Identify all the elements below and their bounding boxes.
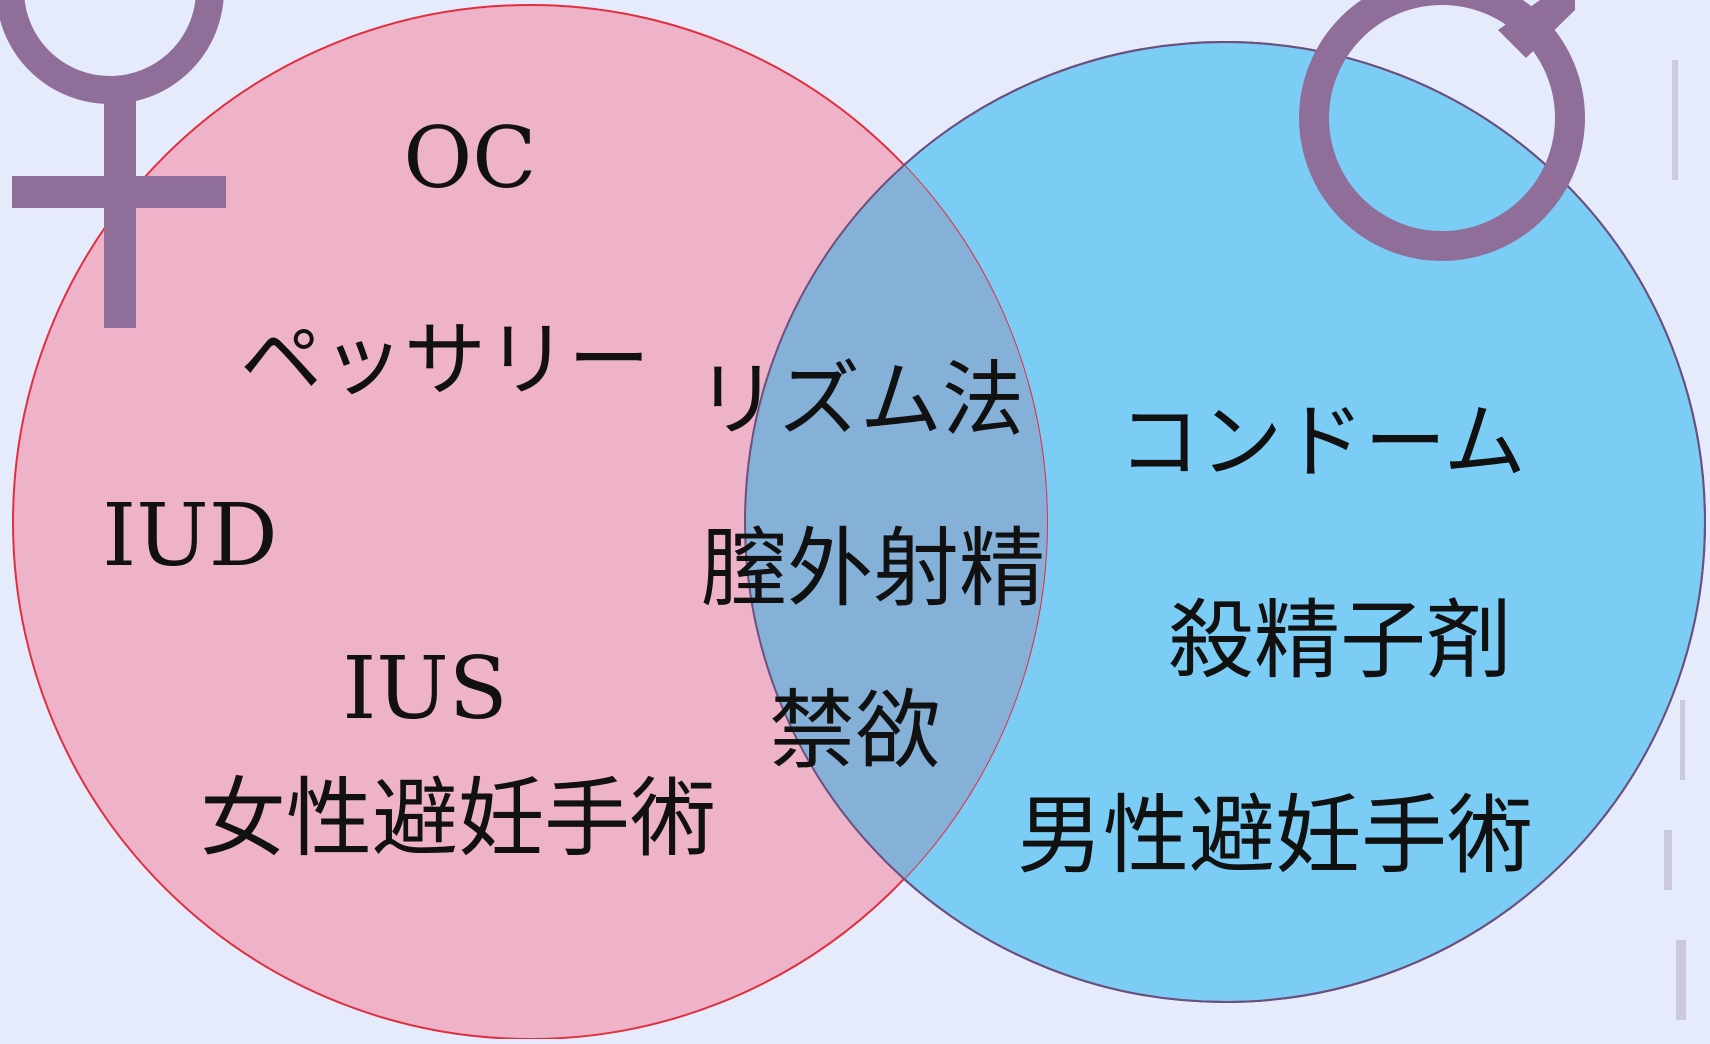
female-item-iud: IUD [102,486,277,586]
shared-item-abstinence: 禁欲 [769,681,941,781]
overlap-region [745,42,1047,1002]
brush-decoration [1664,60,1686,1020]
male-item-spermicide: 殺精子剤 [1168,591,1512,691]
shared-set-labels: リズム法 膣外射精 禁欲 [696,353,1045,781]
male-symbol-icon [1299,0,1585,261]
female-item-pessary: ペッサリー [240,313,650,408]
male-set-labels: コンドーム 殺精子剤 男性避妊手術 [1017,395,1533,886]
female-symbol-icon [0,0,226,328]
shared-item-withdrawal: 膣外射精 [701,519,1045,619]
female-item-oc: OC [403,109,536,207]
female-item-female-sterilization: 女性避妊手術 [200,769,716,869]
shared-item-rhythm-method: リズム法 [696,353,1024,448]
male-item-condom: コンドーム [1118,395,1526,490]
female-item-ius: IUS [342,639,507,739]
male-set-outline [744,41,1706,1003]
female-set-labels: OC ペッサリー IUD IUS 女性避妊手術 [102,109,716,869]
male-item-male-sterilization: 男性避妊手術 [1017,786,1533,886]
